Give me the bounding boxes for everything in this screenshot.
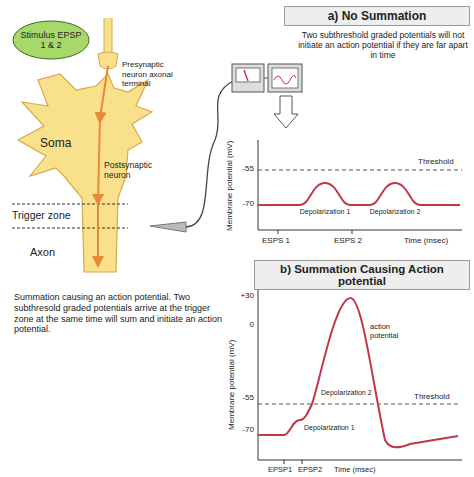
x-axis: [258, 460, 462, 461]
recorder: [268, 64, 302, 92]
axis-title: Time (msec): [334, 465, 394, 474]
panel-header: a) No Summation: [284, 6, 470, 26]
axis-title: Membrane potential (mV): [225, 136, 235, 236]
tick: [302, 460, 303, 464]
electrode: [150, 222, 186, 232]
trace: [274, 75, 296, 84]
tick-label: +30: [228, 291, 254, 301]
part-label: Trigger zone: [12, 209, 78, 222]
curve-label: Depolarization 1: [304, 424, 368, 432]
axis-title: Time (msec): [404, 236, 464, 246]
curve-label: Depolarization 1: [298, 208, 352, 216]
trigger-zone-line: [12, 204, 128, 205]
axis-label: ESPS 1: [262, 236, 302, 246]
threshold-line: [258, 404, 458, 405]
tick-label: -70: [232, 199, 254, 209]
axis-label: EPSP2: [298, 465, 328, 474]
needle: [244, 70, 248, 81]
axis-label: ESPS 2: [334, 236, 374, 246]
tick: [278, 230, 279, 234]
note-text: Summation causing an action potential. T…: [14, 292, 226, 335]
panel-header: b) Summation Causing Action potential: [254, 260, 470, 290]
node-text: Stimulus EPSP 1 & 2: [20, 30, 82, 50]
curve-label: Depolarization 2: [320, 389, 373, 397]
trigger-zone-line: [12, 228, 128, 229]
x-axis: [258, 230, 462, 231]
y-axis: [258, 140, 259, 230]
node-shape: [285, 7, 470, 26]
part-label: Soma: [40, 136, 80, 150]
wire: [264, 78, 268, 79]
threshold-label: Threshold: [418, 157, 464, 167]
node-text: a) No Summation: [328, 9, 427, 23]
tick-label: 0: [228, 320, 254, 330]
node-shape: [13, 21, 89, 59]
curve-label: action potential: [370, 322, 410, 340]
tick-label: -55: [232, 164, 254, 174]
threshold-line: [258, 170, 462, 171]
recorder-screen: [272, 68, 298, 88]
tick: [352, 230, 353, 234]
curve-label: Depolarization 2: [368, 208, 422, 216]
axis-title: Membrane potential (mV): [227, 335, 237, 435]
stimulus-ellipse: Stimulus EPSP 1 & 2: [12, 20, 90, 60]
node-text: b) Summation Causing Action potential: [262, 263, 462, 287]
part-label: Presynaptic neuron axonal terminal: [122, 60, 184, 89]
part-label: Postsynaptic neuron: [104, 160, 160, 180]
part-label: Axon: [30, 246, 70, 259]
note-text: Two subthreshold graded potentials will …: [298, 30, 468, 61]
presynaptic-axon: [104, 18, 112, 54]
tick: [284, 460, 285, 464]
node-shape: [255, 261, 470, 290]
postsynaptic-neuron: [18, 74, 152, 272]
voltmeter-dial: [236, 68, 260, 82]
voltmeter: [232, 64, 264, 92]
membrane-trace: [258, 298, 458, 447]
membrane-trace: [258, 183, 460, 205]
threshold-label: Threshold: [414, 392, 462, 402]
axis-label: EPSP1: [268, 465, 298, 474]
output-arrow: [274, 96, 298, 128]
